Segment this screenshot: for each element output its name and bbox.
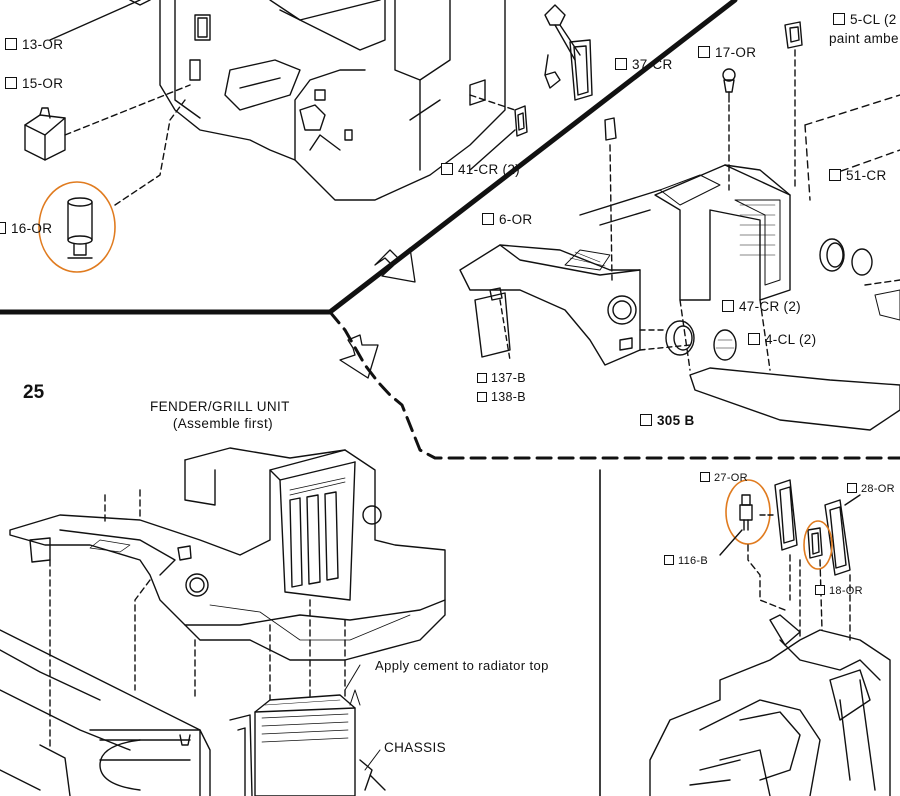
label-16-or: 16-OR <box>0 221 52 236</box>
label-6-text: 6-OR <box>499 212 533 227</box>
label-116-b: 116-B <box>664 554 708 569</box>
label-27-text: 27-OR <box>714 472 748 484</box>
step-number: 25 <box>23 382 45 403</box>
part-28-panel <box>824 499 851 576</box>
fender-grill-caption: FENDER/GRILL UNIT (Assemble first) <box>150 398 290 432</box>
cab-body <box>159 0 506 201</box>
arrow-down-left <box>339 334 379 379</box>
label-41-cr: 41-CR (2) <box>441 162 520 177</box>
label-13-text: 13-OR <box>22 37 64 52</box>
checkbox-27[interactable] <box>700 472 710 482</box>
panel-divider-dashed <box>328 310 900 460</box>
label-47-cr: 47-CR (2) <box>722 299 801 314</box>
label-6-or: 6-OR <box>482 212 532 227</box>
part-5-lamp <box>784 21 803 49</box>
chassis-label: CHASSIS <box>384 740 447 755</box>
label-17-text: 17-OR <box>715 45 757 60</box>
checkbox-15[interactable] <box>5 77 17 89</box>
label-305-b: 305 B <box>640 413 695 428</box>
part-116-bulb <box>739 494 753 531</box>
label-5-note: paint ambe <box>829 31 899 46</box>
checkbox-6[interactable] <box>482 213 494 225</box>
highlight-116 <box>725 479 771 545</box>
label-15-or: 15-OR <box>5 76 63 91</box>
checkbox-37[interactable] <box>615 58 627 70</box>
highlight-18 <box>803 520 833 570</box>
part-37-mirror <box>544 4 593 101</box>
checkbox-305[interactable] <box>640 414 652 426</box>
fender-grill-title: FENDER/GRILL UNIT <box>150 399 290 414</box>
radiator <box>229 694 356 796</box>
label-116-text: 116-B <box>678 555 709 567</box>
part-grill-frame <box>654 164 791 301</box>
part-27-panel <box>774 479 798 551</box>
checkbox-5[interactable] <box>833 13 845 25</box>
fender-grill-unit <box>9 447 446 661</box>
part-18-clip <box>807 527 823 559</box>
part-15-tank <box>24 107 66 161</box>
label-5-cl: 5-CL (2 <box>833 12 897 27</box>
leader-13 <box>49 0 141 41</box>
cement-note: Apply cement to radiator top <box>375 658 549 673</box>
label-37-text: 37-CR <box>632 57 673 72</box>
label-51-cr: 51-CR <box>829 168 887 183</box>
checkbox-16[interactable] <box>0 222 6 234</box>
leader-16 <box>114 99 186 206</box>
label-305-text: 305 B <box>657 413 695 428</box>
checkbox-138[interactable] <box>477 392 487 402</box>
part-17-bulb <box>722 68 736 103</box>
fender-grill-subtitle: (Assemble first) <box>172 416 273 431</box>
checkbox-41[interactable] <box>441 163 453 175</box>
checkbox-28[interactable] <box>847 483 857 493</box>
part-16-cylinder <box>67 197 93 259</box>
label-18-text: 18-OR <box>829 585 863 597</box>
highlight-16 <box>38 181 116 273</box>
label-137-b: 137-B <box>477 371 526 386</box>
checkbox-51[interactable] <box>829 169 841 181</box>
checkbox-17[interactable] <box>698 46 710 58</box>
part-6-fender <box>459 244 641 366</box>
checkbox-18[interactable] <box>815 585 825 595</box>
part-305-panel <box>689 367 900 431</box>
label-37-cr: 37-CR <box>615 57 673 72</box>
leader-15 <box>64 84 191 136</box>
label-47-text: 47-CR (2) <box>739 299 801 314</box>
label-16-text: 16-OR <box>11 221 53 236</box>
checkbox-116[interactable] <box>664 555 674 565</box>
part-137-flap <box>474 287 511 358</box>
cab-interior <box>649 614 891 796</box>
label-13-or: 13-OR <box>5 37 63 52</box>
label-138-b: 138-B <box>477 390 526 405</box>
label-28-or: 28-OR <box>847 482 895 497</box>
arrow-down-right <box>374 247 416 283</box>
chassis-frame <box>0 629 386 796</box>
label-41-text: 41-CR (2) <box>458 162 520 177</box>
label-18-or: 18-OR <box>815 584 863 599</box>
label-28-text: 28-OR <box>861 483 895 495</box>
label-5-note-text: paint ambe <box>829 31 899 46</box>
label-137-text: 137-B <box>491 371 526 385</box>
label-138-text: 138-B <box>491 390 526 404</box>
label-15-text: 15-OR <box>22 76 64 91</box>
part-47-lamp <box>665 238 873 361</box>
checkbox-4[interactable] <box>748 333 760 345</box>
checkbox-13[interactable] <box>5 38 17 50</box>
checkbox-137[interactable] <box>477 373 487 383</box>
label-51-text: 51-CR <box>846 168 887 183</box>
label-4-text: 4-CL (2) <box>765 332 817 347</box>
label-5-text: 5-CL (2 <box>850 12 897 27</box>
label-17-or: 17-OR <box>698 45 756 60</box>
label-27-or: 27-OR <box>700 471 748 486</box>
label-4-cl: 4-CL (2) <box>748 332 816 347</box>
checkbox-47[interactable] <box>722 300 734 312</box>
